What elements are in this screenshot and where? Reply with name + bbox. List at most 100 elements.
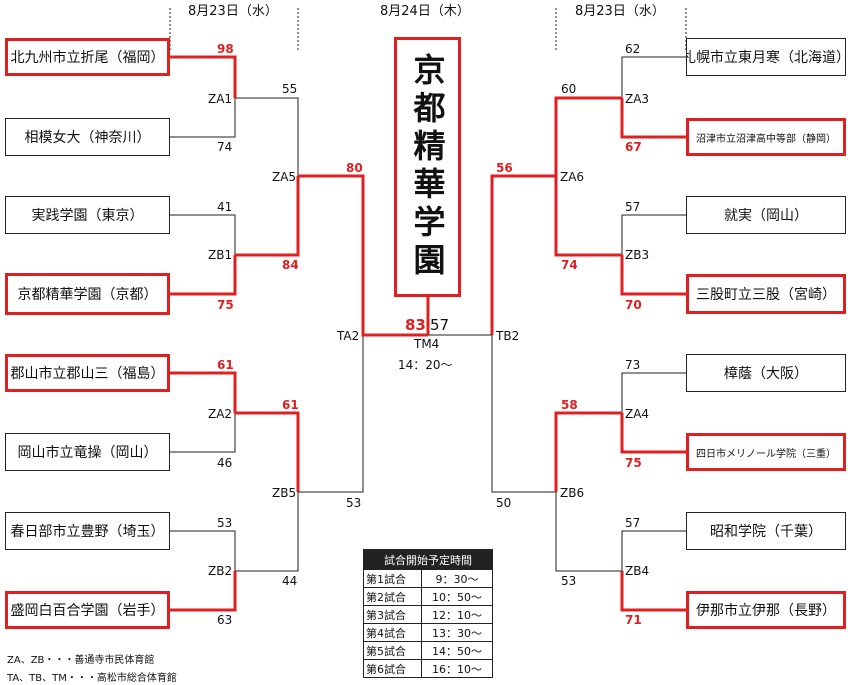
schedule-game: 第2試合 (362, 587, 423, 606)
date-left: 8月23日（水） (188, 4, 278, 19)
schedule-time: 14：50～ (421, 641, 493, 660)
team-right-7: 昭和学院（千葉） (686, 512, 846, 550)
legend-venue-z: ZA、ZB・・・善通寺市民体育館 (7, 655, 155, 666)
line-zb5 (298, 335, 364, 493)
schedule-time: 10：50～ (421, 587, 493, 606)
line-l7 (170, 530, 236, 571)
score-l4: 75 (217, 298, 234, 312)
game-zb3: ZB3 (625, 248, 650, 262)
line-r1 (621, 56, 686, 98)
win-za2b (235, 413, 298, 492)
score-lzb5: 53 (346, 496, 362, 510)
score-lza2: 61 (282, 398, 299, 412)
score-r3: 57 (625, 200, 641, 214)
score-r2: 67 (625, 140, 642, 154)
score-r8: 71 (625, 613, 642, 627)
game-za3: ZA3 (625, 92, 650, 106)
game-zb1: ZB1 (208, 248, 233, 262)
score-r6: 75 (625, 456, 642, 470)
final-time: 14：20～ (398, 358, 453, 372)
team-right-3: 就実（岡山） (686, 196, 846, 234)
win-l8 (170, 571, 237, 612)
schedule-game: 第4試合 (362, 623, 423, 642)
schedule-game: 第6試合 (362, 659, 423, 678)
score-rza6: 56 (496, 161, 513, 175)
schedule-time: 13：30～ (421, 623, 493, 642)
team-left-5: 郡山市立郡山三（福島） (5, 354, 170, 392)
game-zb6: ZB6 (560, 486, 585, 500)
game-za5: ZA5 (272, 170, 297, 184)
line-l6 (170, 413, 236, 453)
game-ta2: TA2 (337, 329, 360, 343)
score-l8: 63 (217, 613, 233, 627)
game-za6: ZA6 (560, 170, 585, 184)
line-za1 (235, 97, 299, 176)
score-rza4: 58 (561, 398, 578, 412)
team-left-7: 春日部市立豊野（埼玉） (5, 512, 170, 550)
team-left-4: 京都精華学園（京都） (5, 273, 170, 315)
team-right-1: 札幌市立東月寒（北海道） (686, 38, 846, 76)
score-l3: 41 (217, 200, 233, 214)
score-lza1: 55 (282, 82, 298, 96)
score-lzb1: 84 (282, 258, 299, 272)
team-left-8: 盛岡白百合学園（岩手） (5, 591, 170, 629)
schedule-game: 第3試合 (362, 605, 423, 624)
date-center: 8月24日（木） (380, 4, 470, 19)
game-za2: ZA2 (208, 407, 233, 421)
score-l6: 46 (217, 456, 233, 470)
team-right-6: 四日市メリノール学院（三重） (686, 433, 846, 471)
game-tb2: TB2 (496, 329, 520, 343)
score-lza5: 80 (346, 161, 363, 175)
score-r5: 73 (625, 358, 641, 372)
game-zb4: ZB4 (625, 564, 650, 578)
score-l1: 98 (217, 42, 234, 56)
line-r5 (621, 372, 686, 413)
score-rza3: 60 (561, 82, 577, 96)
score-l5: 61 (217, 358, 234, 372)
win-za4 (554, 411, 622, 492)
champion-name: 京都精華学園 (408, 53, 447, 281)
game-zb5: ZB5 (272, 486, 297, 500)
win-l5 (170, 371, 237, 413)
score-lzb2: 44 (282, 574, 298, 588)
schedule-game: 第1試合 (362, 569, 423, 588)
team-left-1: 北九州市立折尾（福岡） (5, 38, 170, 76)
schedule-title: 試合開始予定時間 (363, 549, 493, 570)
win-zb1 (235, 176, 300, 257)
final-game-label: TM4 (414, 337, 440, 351)
win-za5 (298, 174, 428, 337)
team-right-4: 三股町立三股（宮崎） (686, 274, 846, 314)
team-left-3: 実践学園（東京） (5, 196, 170, 234)
line-l3 (170, 214, 236, 255)
team-left-2: 相模女大（神奈川） (5, 118, 170, 156)
score-rzb4: 53 (561, 574, 577, 588)
game-zb2: ZB2 (208, 564, 233, 578)
date-right: 8月23日（水） (575, 4, 665, 19)
schedule-game: 第5試合 (362, 641, 423, 660)
score-rzb6: 50 (496, 496, 512, 510)
win-zb3 (554, 176, 622, 257)
line-za2 (235, 412, 299, 492)
final-score-winner: 83 (405, 316, 426, 334)
win-za6 (490, 174, 556, 335)
score-l2: 74 (217, 140, 233, 154)
schedule-time: 9：30～ (421, 569, 493, 588)
score-r4: 70 (625, 298, 642, 312)
team-right-8: 伊那市立伊那（長野） (686, 591, 846, 629)
team-left-6: 岡山市立竜操（岡山） (5, 433, 170, 471)
score-r7: 57 (625, 516, 641, 530)
team-right-2: 沼津市立沼津高中等部（静岡） (686, 118, 846, 156)
legend-venue-t: TA、TB、TM・・・高松市総合体育館 (7, 673, 177, 684)
team-right-5: 樟蔭（大阪） (686, 354, 846, 392)
score-r1: 62 (625, 42, 641, 56)
win-r2 (620, 98, 686, 139)
win-l4 (170, 255, 237, 296)
win-l1 (170, 55, 237, 98)
win-r6 (620, 413, 686, 454)
